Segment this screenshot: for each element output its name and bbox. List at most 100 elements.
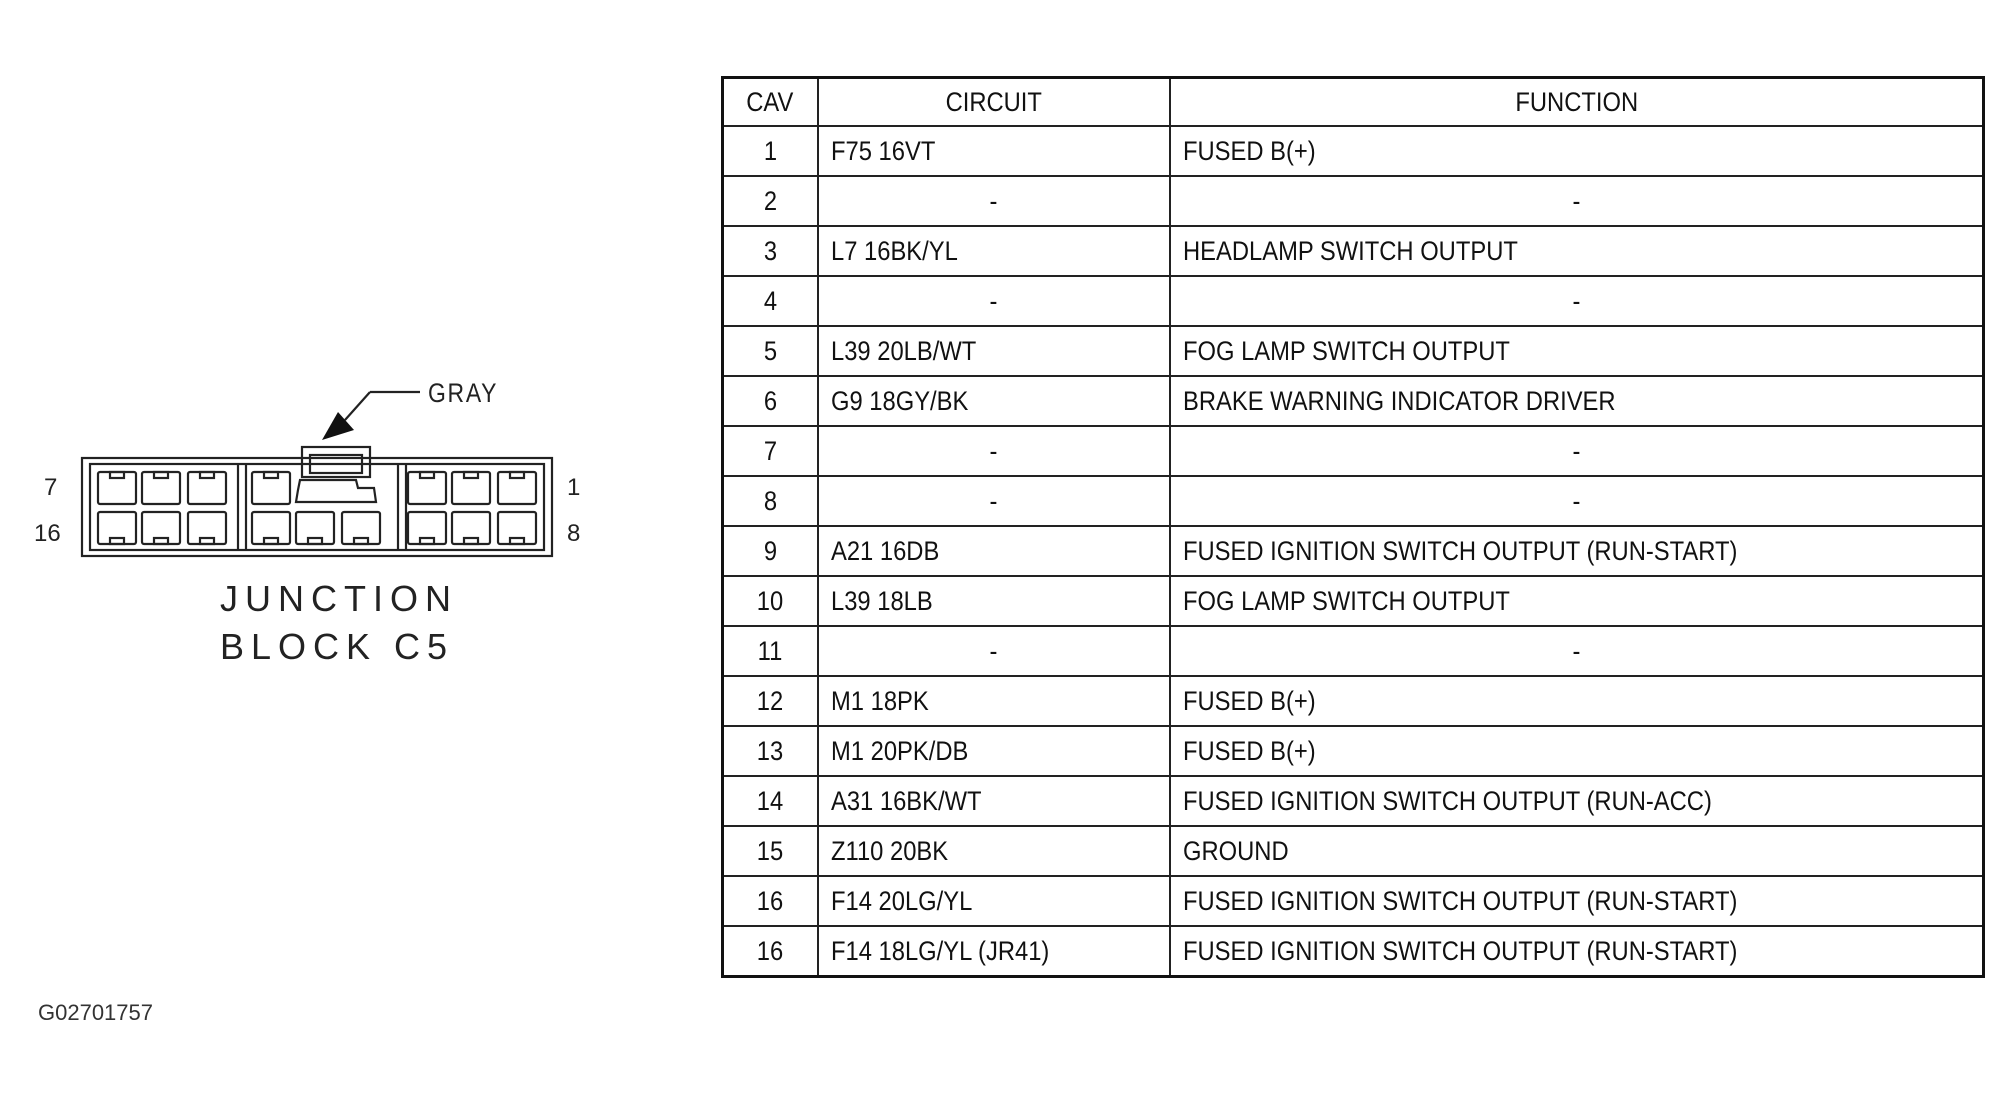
column-header-circuit: CIRCUIT: [816, 76, 1171, 127]
circuit-cell: Z110 20BK: [816, 825, 1171, 877]
cav-cell: 9: [721, 525, 819, 577]
function-cell: FUSED IGNITION SWITCH OUTPUT (RUN-ACC): [1168, 775, 1985, 827]
table-row: 8--: [721, 475, 1985, 527]
connector-key: [294, 478, 378, 504]
connector-cavity: [496, 510, 538, 546]
cav-cell: 3: [721, 225, 819, 277]
table-header-row: CAV CIRCUIT FUNCTION: [721, 76, 1985, 127]
function-cell: -: [1168, 475, 1985, 527]
function-cell: -: [1168, 275, 1985, 327]
circuit-cell: -: [816, 425, 1171, 477]
circuit-cell: L39 20LB/WT: [816, 325, 1171, 377]
cavity-notch: [508, 536, 526, 546]
figure-id: G02701757: [38, 1000, 153, 1025]
pin-number-label: 7: [44, 474, 58, 501]
circuit-cell: G9 18GY/BK: [816, 375, 1171, 427]
connector-inner-frame: [88, 462, 546, 552]
connector-cavity: [450, 510, 492, 546]
cavity-notch: [262, 536, 280, 546]
cavity-notch: [152, 536, 170, 546]
pin-number-label: 16: [34, 520, 61, 547]
connector-cavity: [340, 510, 382, 546]
circuit-cell: M1 20PK/DB: [816, 725, 1171, 777]
column-header-function: FUNCTION: [1168, 76, 1985, 127]
cavity-notch: [508, 470, 526, 480]
function-cell: FOG LAMP SWITCH OUTPUT: [1168, 325, 1985, 377]
circuit-cell: F14 20LG/YL: [816, 875, 1171, 927]
function-cell: GROUND: [1168, 825, 1985, 877]
function-cell: -: [1168, 625, 1985, 677]
function-cell: FUSED IGNITION SWITCH OUTPUT (RUN-START): [1168, 525, 1985, 577]
circuit-cell: F14 18LG/YL (JR41): [816, 925, 1171, 978]
cavity-notch: [198, 536, 216, 546]
connector-latch-inner: [308, 453, 364, 475]
callout-leader: [344, 391, 371, 421]
connector-cavity: [186, 510, 228, 546]
function-cell: FUSED IGNITION SWITCH OUTPUT (RUN-START): [1168, 925, 1985, 978]
connector-cavity: [450, 470, 492, 506]
cav-cell: 1: [721, 125, 819, 177]
circuit-cell: A31 16BK/WT: [816, 775, 1171, 827]
circuit-cell: L7 16BK/YL: [816, 225, 1171, 277]
table-row: 7--: [721, 425, 1985, 477]
circuit-cell: -: [816, 625, 1171, 677]
table-row: 2--: [721, 175, 1985, 227]
cavity-notch: [108, 536, 126, 546]
connector-latch: [300, 445, 372, 479]
cav-cell: 11: [721, 625, 819, 677]
function-cell: FUSED B(+): [1168, 125, 1985, 177]
column-header-cav: CAV: [721, 76, 819, 127]
function-cell: -: [1168, 425, 1985, 477]
cav-cell: 14: [721, 775, 819, 827]
connector-cavity: [140, 510, 182, 546]
circuit-cell: M1 18PK: [816, 675, 1171, 727]
function-cell: FUSED B(+): [1168, 675, 1985, 727]
cavity-notch: [462, 536, 480, 546]
function-cell: FUSED IGNITION SWITCH OUTPUT (RUN-START): [1168, 875, 1985, 927]
function-cell: BRAKE WARNING INDICATOR DRIVER: [1168, 375, 1985, 427]
cavity-notch: [108, 470, 126, 480]
cav-cell: 4: [721, 275, 819, 327]
connector-cavity: [186, 470, 228, 506]
connector-cavity: [250, 470, 292, 506]
table-row: 11--: [721, 625, 1985, 677]
cav-cell: 5: [721, 325, 819, 377]
cavity-notch: [198, 470, 216, 480]
connector-shell: [80, 456, 554, 558]
circuit-cell: -: [816, 475, 1171, 527]
circuit-cell: A21 16DB: [816, 525, 1171, 577]
pin-number-label: 1: [567, 474, 581, 501]
pin-number-label: 8: [567, 520, 581, 547]
cav-cell: 15: [721, 825, 819, 877]
circuit-cell: L39 18LB: [816, 575, 1171, 627]
cavity-notch: [418, 470, 436, 480]
connector-cavity: [294, 510, 336, 546]
circuit-cell: F75 16VT: [816, 125, 1171, 177]
connector-cavity: [406, 510, 448, 546]
connector-diagram: [80, 390, 554, 558]
circuit-cell: -: [816, 175, 1171, 227]
callout-arrow: [322, 412, 354, 440]
function-cell: HEADLAMP SWITCH OUTPUT: [1168, 225, 1985, 277]
circuit-cell: -: [816, 275, 1171, 327]
cav-cell: 16: [721, 925, 819, 978]
cavity-notch: [262, 470, 280, 480]
connector-title: BLOCK C5: [220, 626, 455, 667]
table-row: 4--: [721, 275, 1985, 327]
cavity-notch: [352, 536, 370, 546]
function-cell: FOG LAMP SWITCH OUTPUT: [1168, 575, 1985, 627]
connector-cavity: [406, 470, 448, 506]
function-cell: FUSED B(+): [1168, 725, 1985, 777]
